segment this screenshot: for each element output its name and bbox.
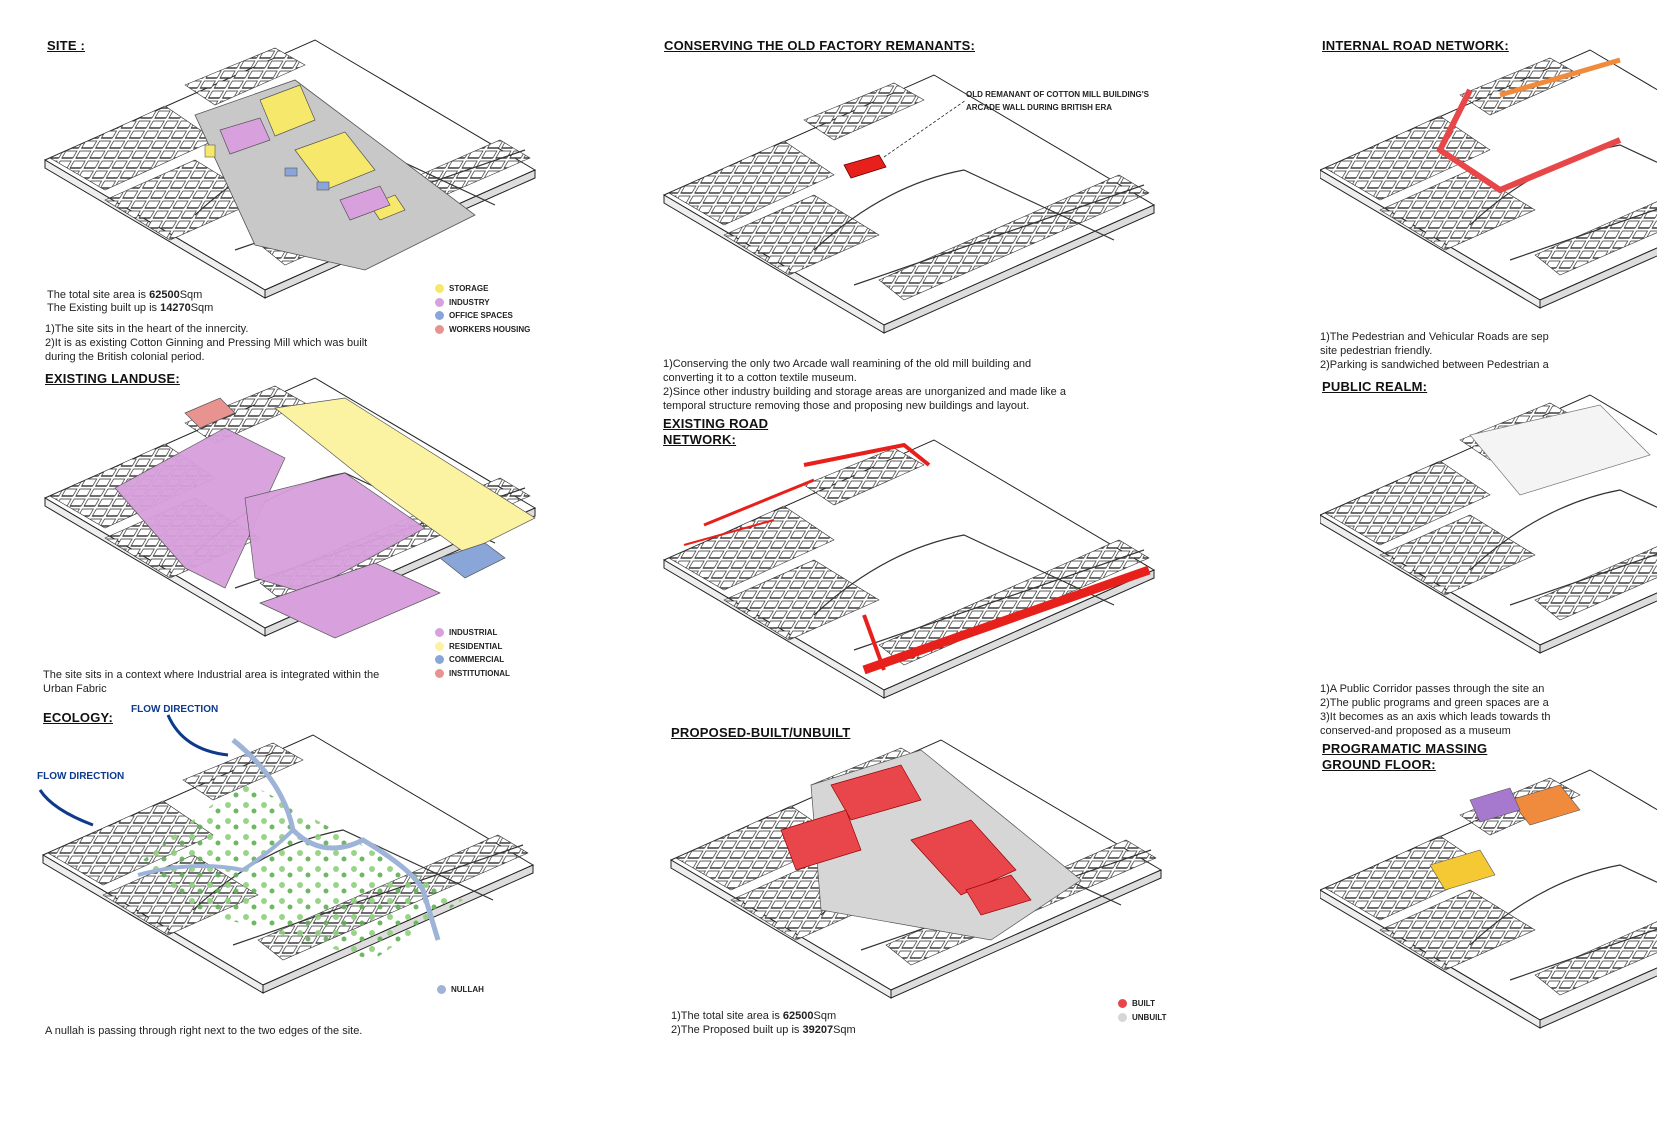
legend-office: OFFICE SPACES (435, 309, 530, 323)
right-column: INTERNAL ROAD NETWORK: 1)The Pedestrian … (1320, 0, 1657, 1132)
legend-storage: STORAGE (435, 282, 530, 296)
institutional-zone (184, 397, 236, 429)
site-map (44, 39, 536, 299)
proposed-builtup-text: 2)The Proposed built up is 39207Sqm (671, 1024, 856, 1036)
public-corridor (1469, 404, 1651, 496)
ecology-desc: A nullah is passing through right next t… (45, 1025, 363, 1037)
storage-swatch (435, 284, 444, 294)
internal-road-title: INTERNAL ROAD NETWORK: (1322, 38, 1509, 53)
site-builtup-text: The Existing built up is 14270Sqm (47, 302, 214, 314)
road-title-2: NETWORK: (663, 432, 737, 447)
flow-direction-label-2: FLOW DIRECTION (37, 771, 125, 782)
housing-swatch (435, 324, 444, 334)
realm-p3: 3)It becomes as an axis which leads towa… (1320, 711, 1551, 723)
legend-housing: WORKERS HOUSING (435, 323, 530, 337)
office-blocks (284, 167, 330, 191)
internal-p3: 2)Parking is sandwiched between Pedestri… (1320, 359, 1549, 371)
road-map (663, 439, 1155, 699)
legend-built: BUILT (1118, 997, 1167, 1011)
realm-p1: 1)A Public Corridor passes through the s… (1320, 683, 1545, 695)
road-west (703, 478, 815, 527)
legend-nullah: NULLAH (437, 983, 484, 997)
industrial-zone-3 (259, 562, 441, 639)
flow-arrow-2 (38, 789, 94, 827)
residential-zone (274, 397, 536, 554)
public-realm-map (1320, 394, 1657, 654)
road-lane (683, 519, 775, 546)
massing-title-2: GROUND FLOOR: (1322, 757, 1436, 772)
industrial-zone-2 (244, 472, 426, 594)
ecology-legend: NULLAH (437, 983, 484, 997)
landuse-desc-2: Urban Fabric (43, 683, 107, 695)
ecology-map (38, 714, 534, 994)
site-area-text: The total site area is 62500Sqm (47, 289, 203, 301)
vehicular-road (1499, 57, 1621, 98)
nullah-swatch (437, 985, 446, 995)
annotation-leader (883, 99, 967, 158)
realm-p4: conserved-and proposed as a museum (1320, 725, 1511, 737)
industry-blocks (219, 117, 391, 221)
site-point-1: 1)The site sits in the heart of the inne… (45, 323, 249, 335)
residential-swatch (435, 641, 444, 651)
legend-industry: INDUSTRY (435, 296, 530, 310)
nullah-branch (137, 828, 295, 877)
office-swatch (435, 311, 444, 321)
main-road (862, 565, 1151, 675)
conserve-p1b: converting it to a cotton textile museum… (663, 372, 857, 384)
conserve-p1a: 1)Conserving the only two Arcade wall re… (663, 358, 1032, 370)
realm-p2: 2)The public programs and green spaces a… (1320, 697, 1549, 709)
landuse-legend: INDUSTRIAL RESIDENTIAL COMMERCIAL INSTIT… (435, 626, 510, 680)
legend-institutional: INSTITUTIONAL (435, 667, 510, 681)
internal-p2: site pedestrian friendly. (1320, 345, 1433, 357)
massing-yellow (1429, 849, 1496, 891)
ecology-title: ECOLOGY: (43, 710, 113, 725)
commercial-swatch (435, 655, 444, 665)
industrial-swatch (435, 628, 444, 638)
massing-title-1: PROGRAMATIC MASSING (1322, 741, 1488, 756)
flow-direction-label-1: FLOW DIRECTION (131, 704, 219, 715)
commercial-zone (439, 542, 506, 579)
built-swatch (1118, 999, 1127, 1009)
nullah-path (231, 738, 441, 941)
institutional-swatch (435, 668, 444, 678)
proposed-legend: BUILT UNBUILT (1118, 997, 1167, 1024)
landuse-desc-1: The site sits in a context where Industr… (43, 669, 380, 681)
landuse-title: EXISTING LANDUSE: (45, 371, 180, 386)
legend-residential: RESIDENTIAL (435, 640, 510, 654)
landuse-map (44, 377, 536, 639)
internal-p1: 1)The Pedestrian and Vehicular Roads are… (1320, 331, 1549, 343)
internal-road-map (1320, 49, 1657, 309)
legend-unbuilt: UNBUILT (1118, 1011, 1167, 1025)
proposed-map (670, 739, 1162, 999)
conserve-p2a: 2)Since other industry building and stor… (663, 386, 1066, 398)
road-north (803, 442, 931, 467)
road-title-1: EXISTING ROAD (663, 416, 769, 431)
site-point-2b: during the British colonial period. (45, 351, 205, 363)
conserve-map (663, 74, 1155, 334)
industry-swatch (435, 297, 444, 307)
conserve-title: CONSERVING THE OLD FACTORY REMANANTS: (664, 38, 975, 53)
pedestrian-road (1436, 88, 1622, 194)
legend-commercial: COMMERCIAL (435, 653, 510, 667)
site-title: SITE : (47, 38, 86, 53)
storage-blocks (204, 84, 406, 221)
site-legend: STORAGE INDUSTRY OFFICE SPACES WORKERS H… (435, 282, 530, 336)
site-point-2a: 2)It is as existing Cotton Ginning and P… (45, 337, 368, 349)
arcade-wall-remnant (843, 154, 887, 179)
massing-purple (1469, 787, 1521, 823)
legend-industrial: INDUSTRIAL (435, 626, 510, 640)
public-realm-title: PUBLIC REALM: (1322, 379, 1428, 394)
unbuilt-swatch (1118, 1012, 1127, 1022)
built-blocks (780, 764, 1032, 916)
massing-map (1320, 769, 1657, 1029)
tree-cover (143, 780, 463, 960)
proposed-area-text: 1)The total site area is 62500Sqm (671, 1010, 837, 1022)
proposed-title: PROPOSED-BUILT/UNBUILT (671, 725, 851, 740)
conserve-p2b: temporal structure removing those and pr… (663, 400, 1030, 412)
massing-orange (1509, 784, 1581, 826)
flow-arrow-1 (166, 714, 229, 757)
road-south (862, 614, 886, 671)
